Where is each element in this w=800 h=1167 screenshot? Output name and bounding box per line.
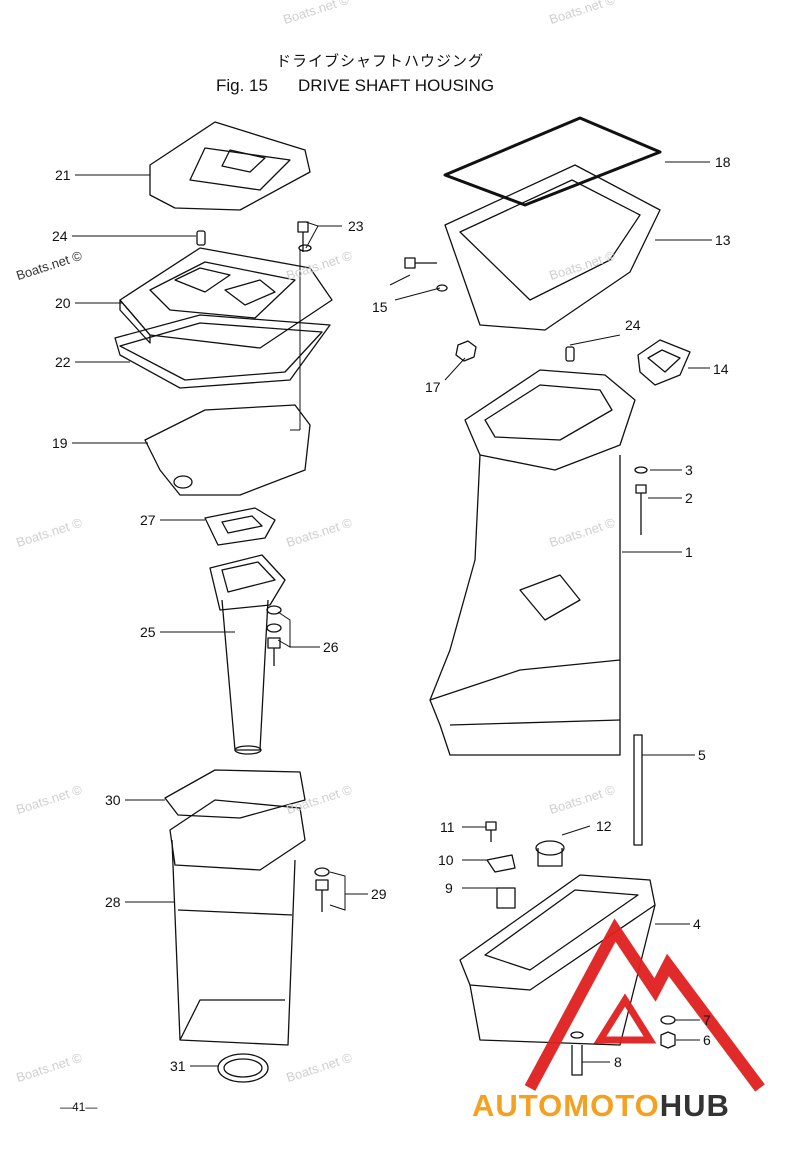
callout-30: 30 (105, 792, 121, 808)
automotohub-logo: AUTOMOTOHUB (472, 1088, 730, 1124)
callout-6: 6 (703, 1032, 711, 1048)
callout-4: 4 (693, 916, 701, 932)
part-13-cover (444, 164, 661, 331)
callout-10: 10 (438, 852, 454, 868)
callout-14: 14 (713, 361, 729, 377)
callout-1: 1 (685, 544, 693, 560)
logo-text-part2: HUB (659, 1088, 730, 1123)
callout-21: 21 (55, 167, 71, 183)
callout-2: 2 (685, 490, 693, 506)
figure-title: DRIVE SHAFT HOUSING (297, 76, 495, 95)
part-20-upper-housing (119, 247, 333, 349)
callout-18: 18 (715, 154, 731, 170)
callout-11: 11 (440, 819, 455, 835)
callout-24-left: 24 (52, 228, 68, 244)
page-title-japanese: ドライブシャフトハウジング (275, 53, 484, 70)
callout-28: 28 (105, 894, 121, 910)
callout-17: 17 (425, 379, 441, 395)
callout-20: 20 (55, 295, 71, 311)
callout-26: 26 (323, 639, 339, 655)
callout-9: 9 (445, 880, 453, 896)
callout-24-right: 24 (625, 317, 641, 333)
part-1-drive-shaft-housing (429, 369, 636, 756)
callout-12: 12 (596, 818, 612, 834)
automotohub-logo-graphic (524, 918, 765, 1092)
callout-29: 29 (371, 886, 387, 902)
part-21-gasket (149, 121, 311, 211)
logo-text-part1: AUTOMOTO (472, 1088, 660, 1123)
callout-25: 25 (140, 624, 156, 640)
callout-31: 31 (170, 1058, 186, 1074)
callout-7: 7 (703, 1012, 711, 1028)
callout-27: 27 (140, 512, 156, 528)
part-25-tube (209, 554, 286, 755)
callout-23: 23 (348, 218, 364, 234)
callout-5: 5 (698, 747, 706, 763)
callout-15: 15 (372, 299, 388, 315)
callout-22: 22 (55, 354, 71, 370)
callout-3: 3 (685, 462, 693, 478)
callout-13: 13 (715, 232, 731, 248)
part-19-gasket (144, 404, 311, 496)
callout-19: 19 (52, 435, 68, 451)
page-number: —41— (60, 1100, 98, 1114)
figure-label: Fig. 15 (216, 76, 268, 95)
part-28-lower-housing (169, 799, 306, 1046)
callout-8: 8 (614, 1054, 622, 1070)
page-title: Fig. 15 DRIVE SHAFT HOUSING (216, 76, 494, 96)
part-4-lower-case (459, 874, 656, 1046)
